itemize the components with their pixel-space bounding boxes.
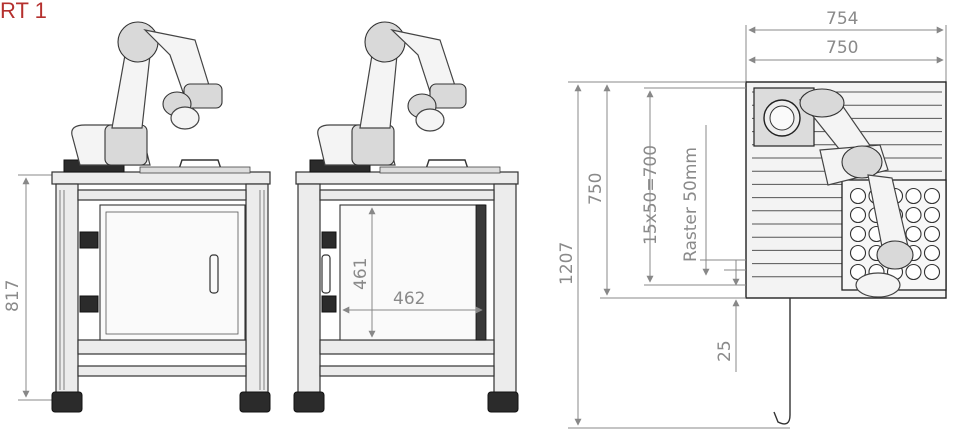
- top-edge-offset-label: 25: [715, 340, 735, 362]
- tray-well: [905, 263, 922, 281]
- side-right-leg: [493, 183, 517, 395]
- top-total-height-label: 1207: [557, 242, 577, 285]
- front-top-handle: [177, 159, 223, 173]
- top-view: 754 750 1207 750: [557, 9, 947, 429]
- front-hinge-bottom: [79, 295, 99, 313]
- top-raster-span-label: 15x50=700: [641, 145, 661, 245]
- top-depth-label: 750: [586, 173, 606, 205]
- tray-well: [923, 225, 941, 243]
- drawing-title: RT 1: [0, 0, 47, 23]
- front-right-leg: [245, 183, 269, 395]
- tray-well: [923, 187, 941, 205]
- side-robot-arm: [309, 21, 467, 173]
- side-view: 461 462: [293, 21, 519, 413]
- side-opening: [339, 204, 486, 341]
- front-height-label: 817: [3, 280, 23, 312]
- front-robot-arm: [63, 21, 223, 173]
- tray-well: [849, 206, 867, 224]
- top-cable: [773, 298, 791, 425]
- front-left-leg: [55, 183, 79, 395]
- tray-well: [923, 206, 941, 224]
- front-tabletop: [51, 171, 271, 185]
- tray-well: [849, 225, 867, 243]
- top-raster-label: Raster 50mm: [681, 147, 701, 262]
- tray-well: [849, 187, 867, 205]
- side-tabletop: [295, 171, 519, 185]
- tray-well: [849, 244, 867, 262]
- tray-well: [905, 225, 922, 243]
- side-caster-right: [487, 391, 519, 413]
- front-hinge-top: [79, 231, 99, 249]
- front-caster-left: [51, 391, 83, 413]
- side-door-handle: [321, 254, 331, 294]
- top-inner-width-label: 750: [826, 38, 858, 58]
- front-view: 817: [3, 21, 271, 413]
- top-robot-arm: [798, 88, 914, 298]
- top-outer-width-label: 754: [826, 9, 858, 29]
- front-door-handle: [209, 254, 219, 294]
- side-left-leg: [297, 183, 321, 395]
- tray-well: [905, 206, 922, 224]
- front-door-panel: [99, 204, 246, 341]
- tray-well: [923, 263, 941, 281]
- tray-well: [923, 244, 941, 262]
- side-caster-left: [293, 391, 325, 413]
- side-width-label: 462: [393, 289, 425, 309]
- side-height-label: 461: [351, 258, 371, 290]
- front-caster-right: [239, 391, 271, 413]
- tray-well: [905, 187, 922, 205]
